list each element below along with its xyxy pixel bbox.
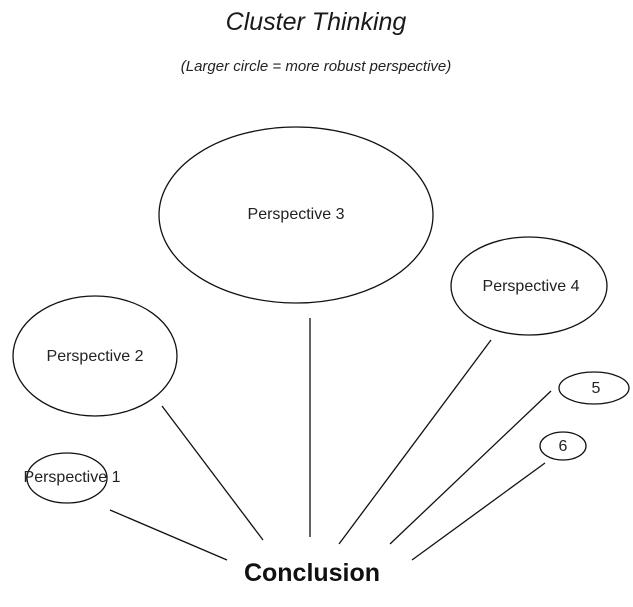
- edge-perspective-4: [338, 339, 492, 545]
- node-perspective-3-ellipse: [158, 126, 434, 304]
- node-perspective-3-label: Perspective 3: [248, 206, 345, 223]
- node-perspective-2-label: Perspective 2: [47, 348, 144, 365]
- node-perspective-5: 5: [558, 371, 630, 405]
- node-perspective-6-label: 6: [559, 438, 568, 455]
- node-perspective-1: Perspective 1: [24, 452, 121, 504]
- node-perspective-4: Perspective 4: [450, 236, 608, 336]
- node-perspective-1-ellipse: [26, 452, 108, 504]
- diagram-title: Cluster Thinking: [226, 8, 407, 36]
- node-perspective-3: Perspective 3: [158, 126, 434, 304]
- diagram-subtitle: (Larger circle = more robust perspective…: [181, 58, 452, 75]
- node-perspective-2-ellipse: [12, 295, 178, 417]
- edge-perspective-2: [161, 405, 264, 541]
- node-perspective-4-label: Perspective 4: [483, 278, 580, 295]
- node-perspective-5-label: 5: [592, 380, 601, 397]
- edge-perspective-6: [411, 462, 546, 561]
- conclusion-label: Conclusion: [244, 559, 380, 587]
- node-perspective-4-ellipse: [450, 236, 608, 336]
- node-perspective-2: Perspective 2: [12, 295, 178, 417]
- node-perspective-6-ellipse: [539, 431, 587, 461]
- node-perspective-5-ellipse: [558, 371, 630, 405]
- edge-perspective-1: [109, 509, 228, 561]
- edge-perspective-5: [389, 390, 552, 545]
- node-perspective-1-label: Perspective 1: [24, 469, 121, 486]
- node-perspective-6: 6: [539, 431, 587, 461]
